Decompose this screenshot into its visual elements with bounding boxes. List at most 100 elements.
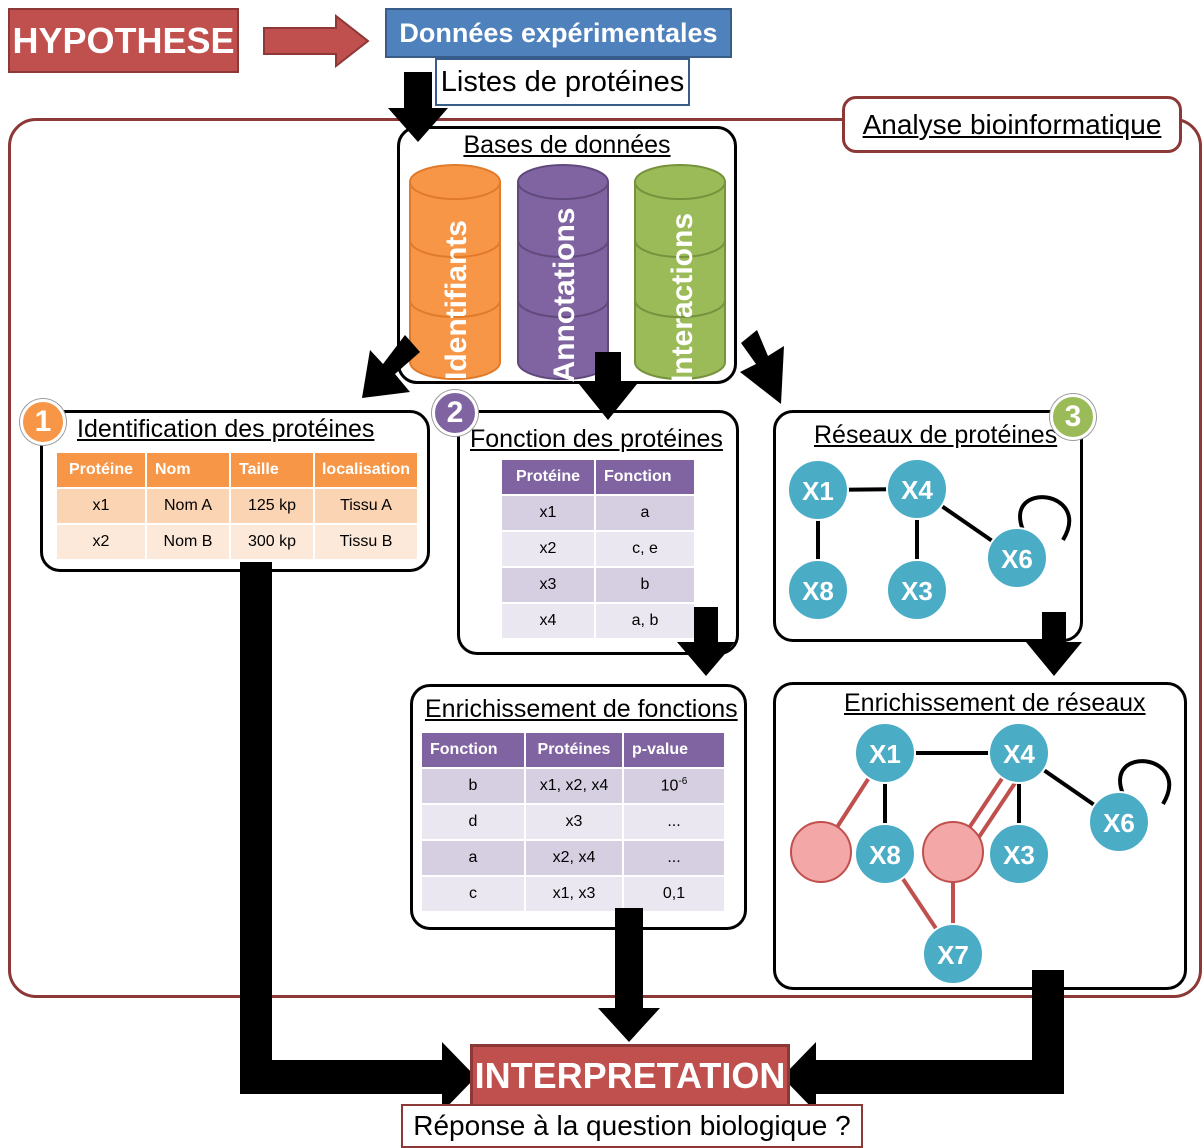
table-cell: x1 [57,489,145,523]
col-header: localisation [315,453,417,487]
col-header: Nom [147,453,229,487]
fonction-panel: Fonction des protéines Protéine Fonction… [457,410,739,655]
table-cell: x2 [502,532,594,566]
table-row: x4 a, b [502,604,694,638]
table-row: d x3 ... [422,805,724,839]
table-cell: 0,1 [624,877,724,911]
col-header: Taille [231,453,313,487]
table-cell: x1, x2, x4 [526,769,622,803]
table-cell: x3 [526,805,622,839]
arrow-diagonal-icon [740,330,784,404]
analysis-frame [8,118,1202,998]
svg-text:X8: X8 [869,840,901,870]
svg-text:X1: X1 [869,739,901,769]
added-node [922,821,984,883]
network-node: X8 [787,559,849,621]
enrichissement-table: Fonction Protéines p-value b x1, x2, x4 … [420,731,726,913]
arrow-down-icon [598,908,660,1042]
table-cell: b [596,568,694,602]
pvalue-exponent: -6 [678,776,688,788]
svg-text:X3: X3 [901,576,933,606]
arrow-elbow-icon [782,970,1064,1112]
table-cell: Nom A [147,489,229,523]
arrow-diagonal-icon [362,335,420,398]
enrichissement-reseaux-title: Enrichissement de réseaux [844,689,1146,717]
arrow-down-icon [579,352,637,420]
table-cell: c [422,877,524,911]
col-header: Protéine [502,460,594,494]
protein-network: X1 X4 X6 X8 X3 [787,458,1072,621]
listes-box: Listes de protéines [435,58,690,106]
svg-text:X8: X8 [802,576,834,606]
table-cell: 125 kp [231,489,313,523]
network-node: X1 [854,722,916,784]
network-node: X7 [922,923,984,985]
table-cell: b [422,769,524,803]
svg-text:X4: X4 [901,475,933,505]
network-node: X4 [988,722,1050,784]
identification-table: Protéine Nom Taille localisation x1 Nom … [55,451,419,561]
table-header-row: Protéine Nom Taille localisation [57,453,417,487]
network-node: X6 [1088,791,1150,853]
arrow-right-icon [263,14,370,68]
arrow-down-icon [677,607,735,676]
arrow-down-icon [1026,612,1082,676]
table-cell: Tissu A [315,489,417,523]
donnees-box: Données expérimentales [385,8,732,58]
identification-panel: Identification des protéines Protéine No… [40,410,430,572]
col-header: Protéines [526,733,622,767]
cylinder-interactions-icon [634,164,726,380]
table-cell: a, b [596,604,694,638]
network-node: X8 [854,823,916,885]
table-row: x3 b [502,568,694,602]
network-node: X1 [787,459,849,521]
hypothese-box: HYPOTHESE [8,8,239,73]
table-cell: 300 kp [231,525,313,559]
table-cell: ... [624,841,724,875]
table-cell: x2 [57,525,145,559]
table-header-row: Fonction Protéines p-value [422,733,724,767]
col-header: Protéine [57,453,145,487]
network-node: X4 [886,458,948,520]
reponse-box: Réponse à la question biologique ? [401,1104,863,1148]
svg-text:X6: X6 [1001,544,1033,574]
table-cell: 10-6 [624,769,724,803]
pvalue-base: 10 [660,777,679,795]
table-row: c x1, x3 0,1 [422,877,724,911]
table-row: a x2, x4 ... [422,841,724,875]
table-row: b x1, x2, x4 10-6 [422,769,724,803]
table-cell: d [422,805,524,839]
svg-text:X4: X4 [1003,739,1035,769]
reseaux-title: Réseaux de protéines [814,421,1058,449]
table-header-row: Protéine Fonction [502,460,694,494]
table-row: x1 a [502,496,694,530]
step-badge-1: 1 [20,399,66,445]
col-header: Fonction [596,460,694,494]
table-row: x2 Nom B 300 kp Tissu B [57,525,417,559]
table-cell: Tissu B [315,525,417,559]
table-cell: x1, x3 [526,877,622,911]
step-badge-2: 2 [432,390,478,436]
table-cell: x1 [502,496,594,530]
table-cell: x4 [502,604,594,638]
svg-text:X3: X3 [1003,840,1035,870]
added-node [790,821,852,883]
table-cell: x3 [502,568,594,602]
table-cell: Nom B [147,525,229,559]
arrow-elbow-icon [240,562,476,1112]
col-header: p-value [624,733,724,767]
arrow-down-icon [388,72,448,142]
step-badge-3: 3 [1050,394,1096,440]
fonction-title: Fonction des protéines [470,425,723,453]
table-row: x2 c, e [502,532,694,566]
table-cell: x2, x4 [526,841,622,875]
identification-title: Identification des protéines [77,415,375,443]
interpretation-box: INTERPRETATION [470,1044,790,1108]
enrichissement-fonctions-title: Enrichissement de fonctions [425,695,738,723]
table-cell: a [422,841,524,875]
enriched-network: X1 X4 X6 X8 X3 X7 [790,722,1172,985]
database-cylinders [409,164,726,380]
table-cell: ... [624,805,724,839]
svg-text:X7: X7 [937,940,969,970]
analyse-label: Analyse bioinformatique [842,96,1182,153]
